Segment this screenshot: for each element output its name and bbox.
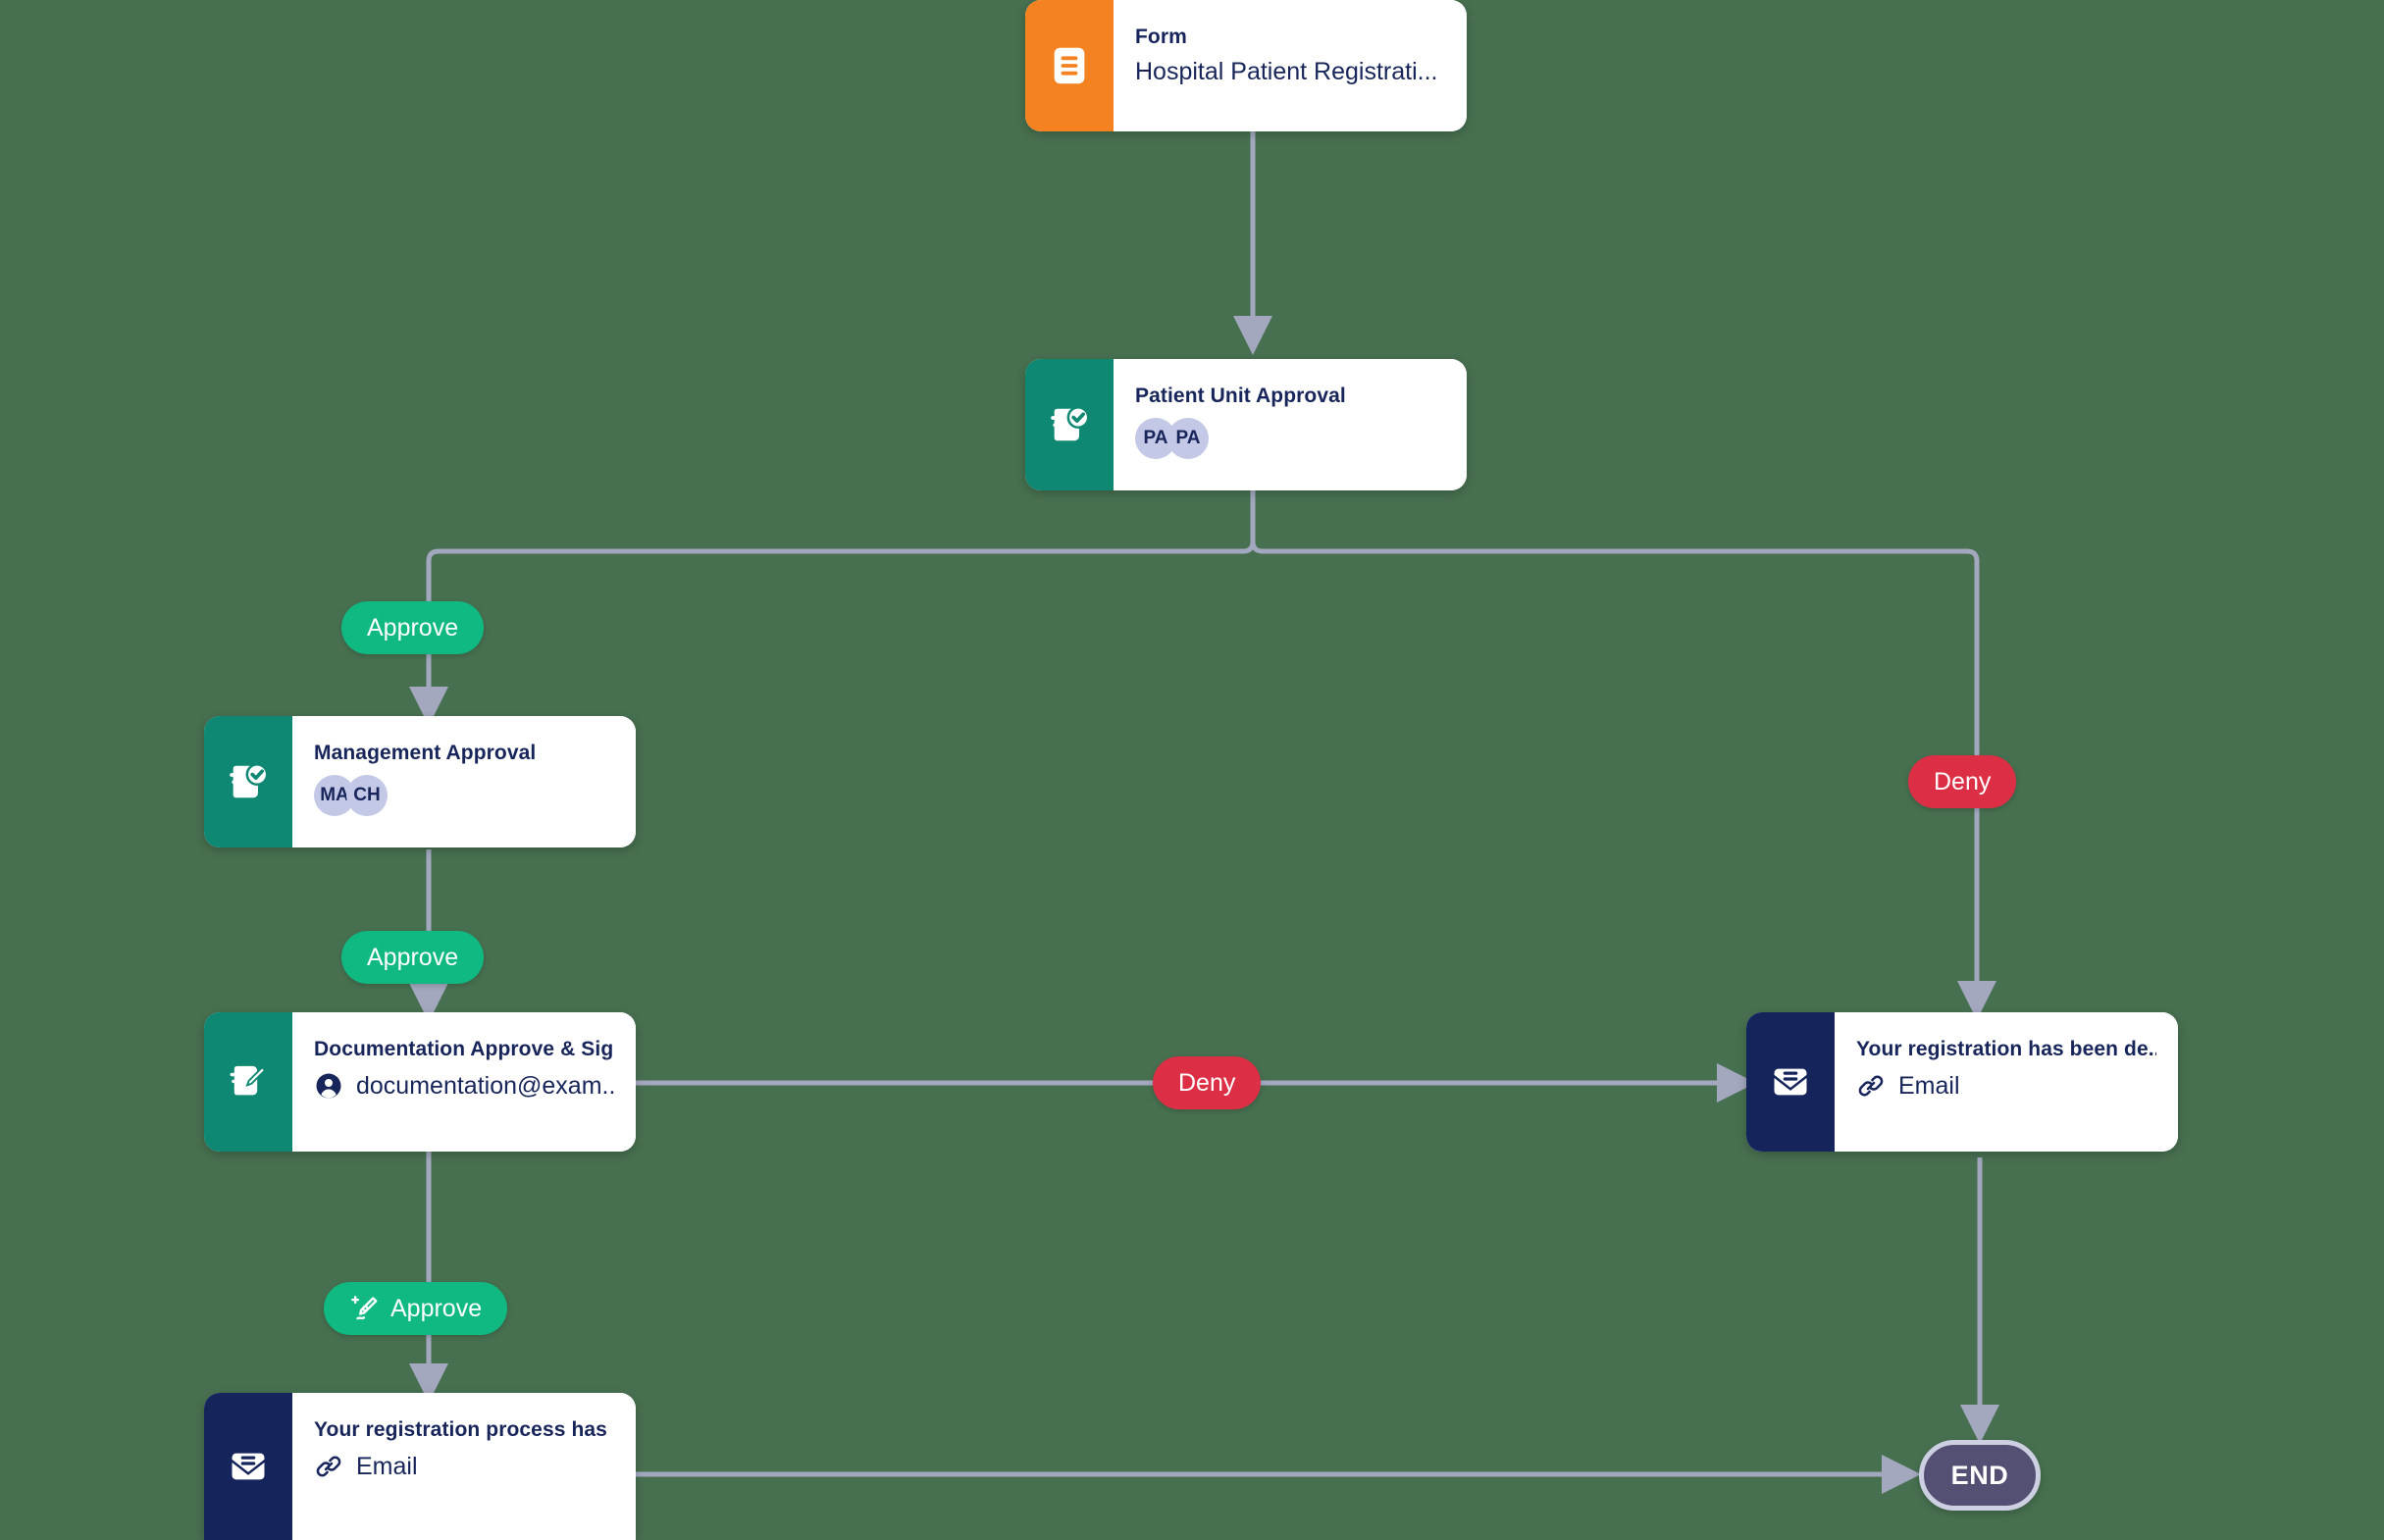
- node-form[interactable]: Form Hospital Patient Registrati...: [1025, 0, 1467, 131]
- form-icon: [1025, 0, 1114, 131]
- edge-label-approve-management[interactable]: Approve: [341, 601, 485, 654]
- edge-patient-unit-to-denied-email: [1250, 490, 1996, 1020]
- envelope-icon: [1746, 1012, 1835, 1152]
- node-form-subtitle: Hospital Patient Registrati...: [1135, 59, 1438, 85]
- approval-icon: [204, 716, 292, 847]
- node-success-email[interactable]: Your registration process has ... Email: [204, 1393, 636, 1540]
- envelope-icon: [204, 1393, 292, 1540]
- avatar: PA: [1135, 418, 1176, 459]
- avatar: CH: [346, 775, 388, 816]
- node-denied-email-type: Email: [1898, 1071, 1960, 1100]
- edge-label-text: Approve: [390, 1294, 483, 1322]
- node-denied-email[interactable]: Your registration has been de... Email: [1746, 1012, 2178, 1152]
- node-patient-unit-approval-title: Patient Unit Approval: [1135, 385, 1346, 407]
- approve-sign-icon: [204, 1012, 292, 1152]
- edge-label-text: Approve: [367, 613, 459, 642]
- approval-icon: [1025, 359, 1114, 490]
- node-denied-email-title: Your registration has been de...: [1856, 1038, 2156, 1060]
- node-patient-unit-approval[interactable]: Patient Unit Approval PA PA: [1025, 359, 1467, 490]
- avatar: PA: [1167, 418, 1209, 459]
- edge-label-text: Approve: [367, 943, 459, 971]
- end-node[interactable]: END: [1919, 1440, 2041, 1511]
- node-management-approval-title: Management Approval: [314, 742, 537, 764]
- node-form-title: Form: [1135, 26, 1187, 48]
- assignee-avatars: MA CH: [314, 775, 614, 816]
- node-documentation-approve-sign[interactable]: Documentation Approve & Sign documentati…: [204, 1012, 636, 1152]
- link-icon: [1858, 1075, 1884, 1097]
- edge-label-deny-documentation[interactable]: Deny: [1153, 1056, 1262, 1109]
- edge-patient-unit-to-management: [409, 490, 1256, 726]
- end-node-label: END: [1950, 1460, 2009, 1490]
- link-icon: [316, 1456, 341, 1477]
- user-icon: [316, 1073, 341, 1099]
- edge-label-text: Deny: [1934, 767, 1992, 796]
- node-documentation-approve-sign-email: documentation@exam...: [356, 1071, 614, 1100]
- edge-label-approve-success-email[interactable]: Approve: [324, 1282, 508, 1335]
- edge-label-text: Deny: [1178, 1068, 1236, 1097]
- node-success-email-title: Your registration process has ...: [314, 1418, 614, 1441]
- node-management-approval[interactable]: Management Approval MA CH: [204, 716, 636, 847]
- edge-label-deny-patient-unit[interactable]: Deny: [1908, 755, 2017, 808]
- assignee-avatars: PA PA: [1135, 418, 1445, 459]
- edge-label-approve-documentation[interactable]: Approve: [341, 931, 485, 984]
- signature-pen-icon: [351, 1296, 378, 1320]
- node-documentation-approve-sign-title: Documentation Approve & Sign: [314, 1038, 614, 1060]
- node-success-email-type: Email: [356, 1452, 418, 1480]
